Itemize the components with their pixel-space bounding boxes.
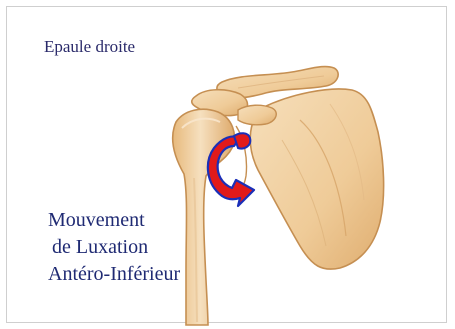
figure-caption: Mouvement de Luxation Antéro-Inférieur xyxy=(48,207,180,288)
caption-line-3: Antéro-Inférieur xyxy=(48,261,180,288)
caption-line-1: Mouvement xyxy=(48,207,180,234)
figure-title: Epaule droite xyxy=(44,37,135,57)
caption-line-2: de Luxation xyxy=(48,234,180,261)
coracoid xyxy=(238,105,276,125)
